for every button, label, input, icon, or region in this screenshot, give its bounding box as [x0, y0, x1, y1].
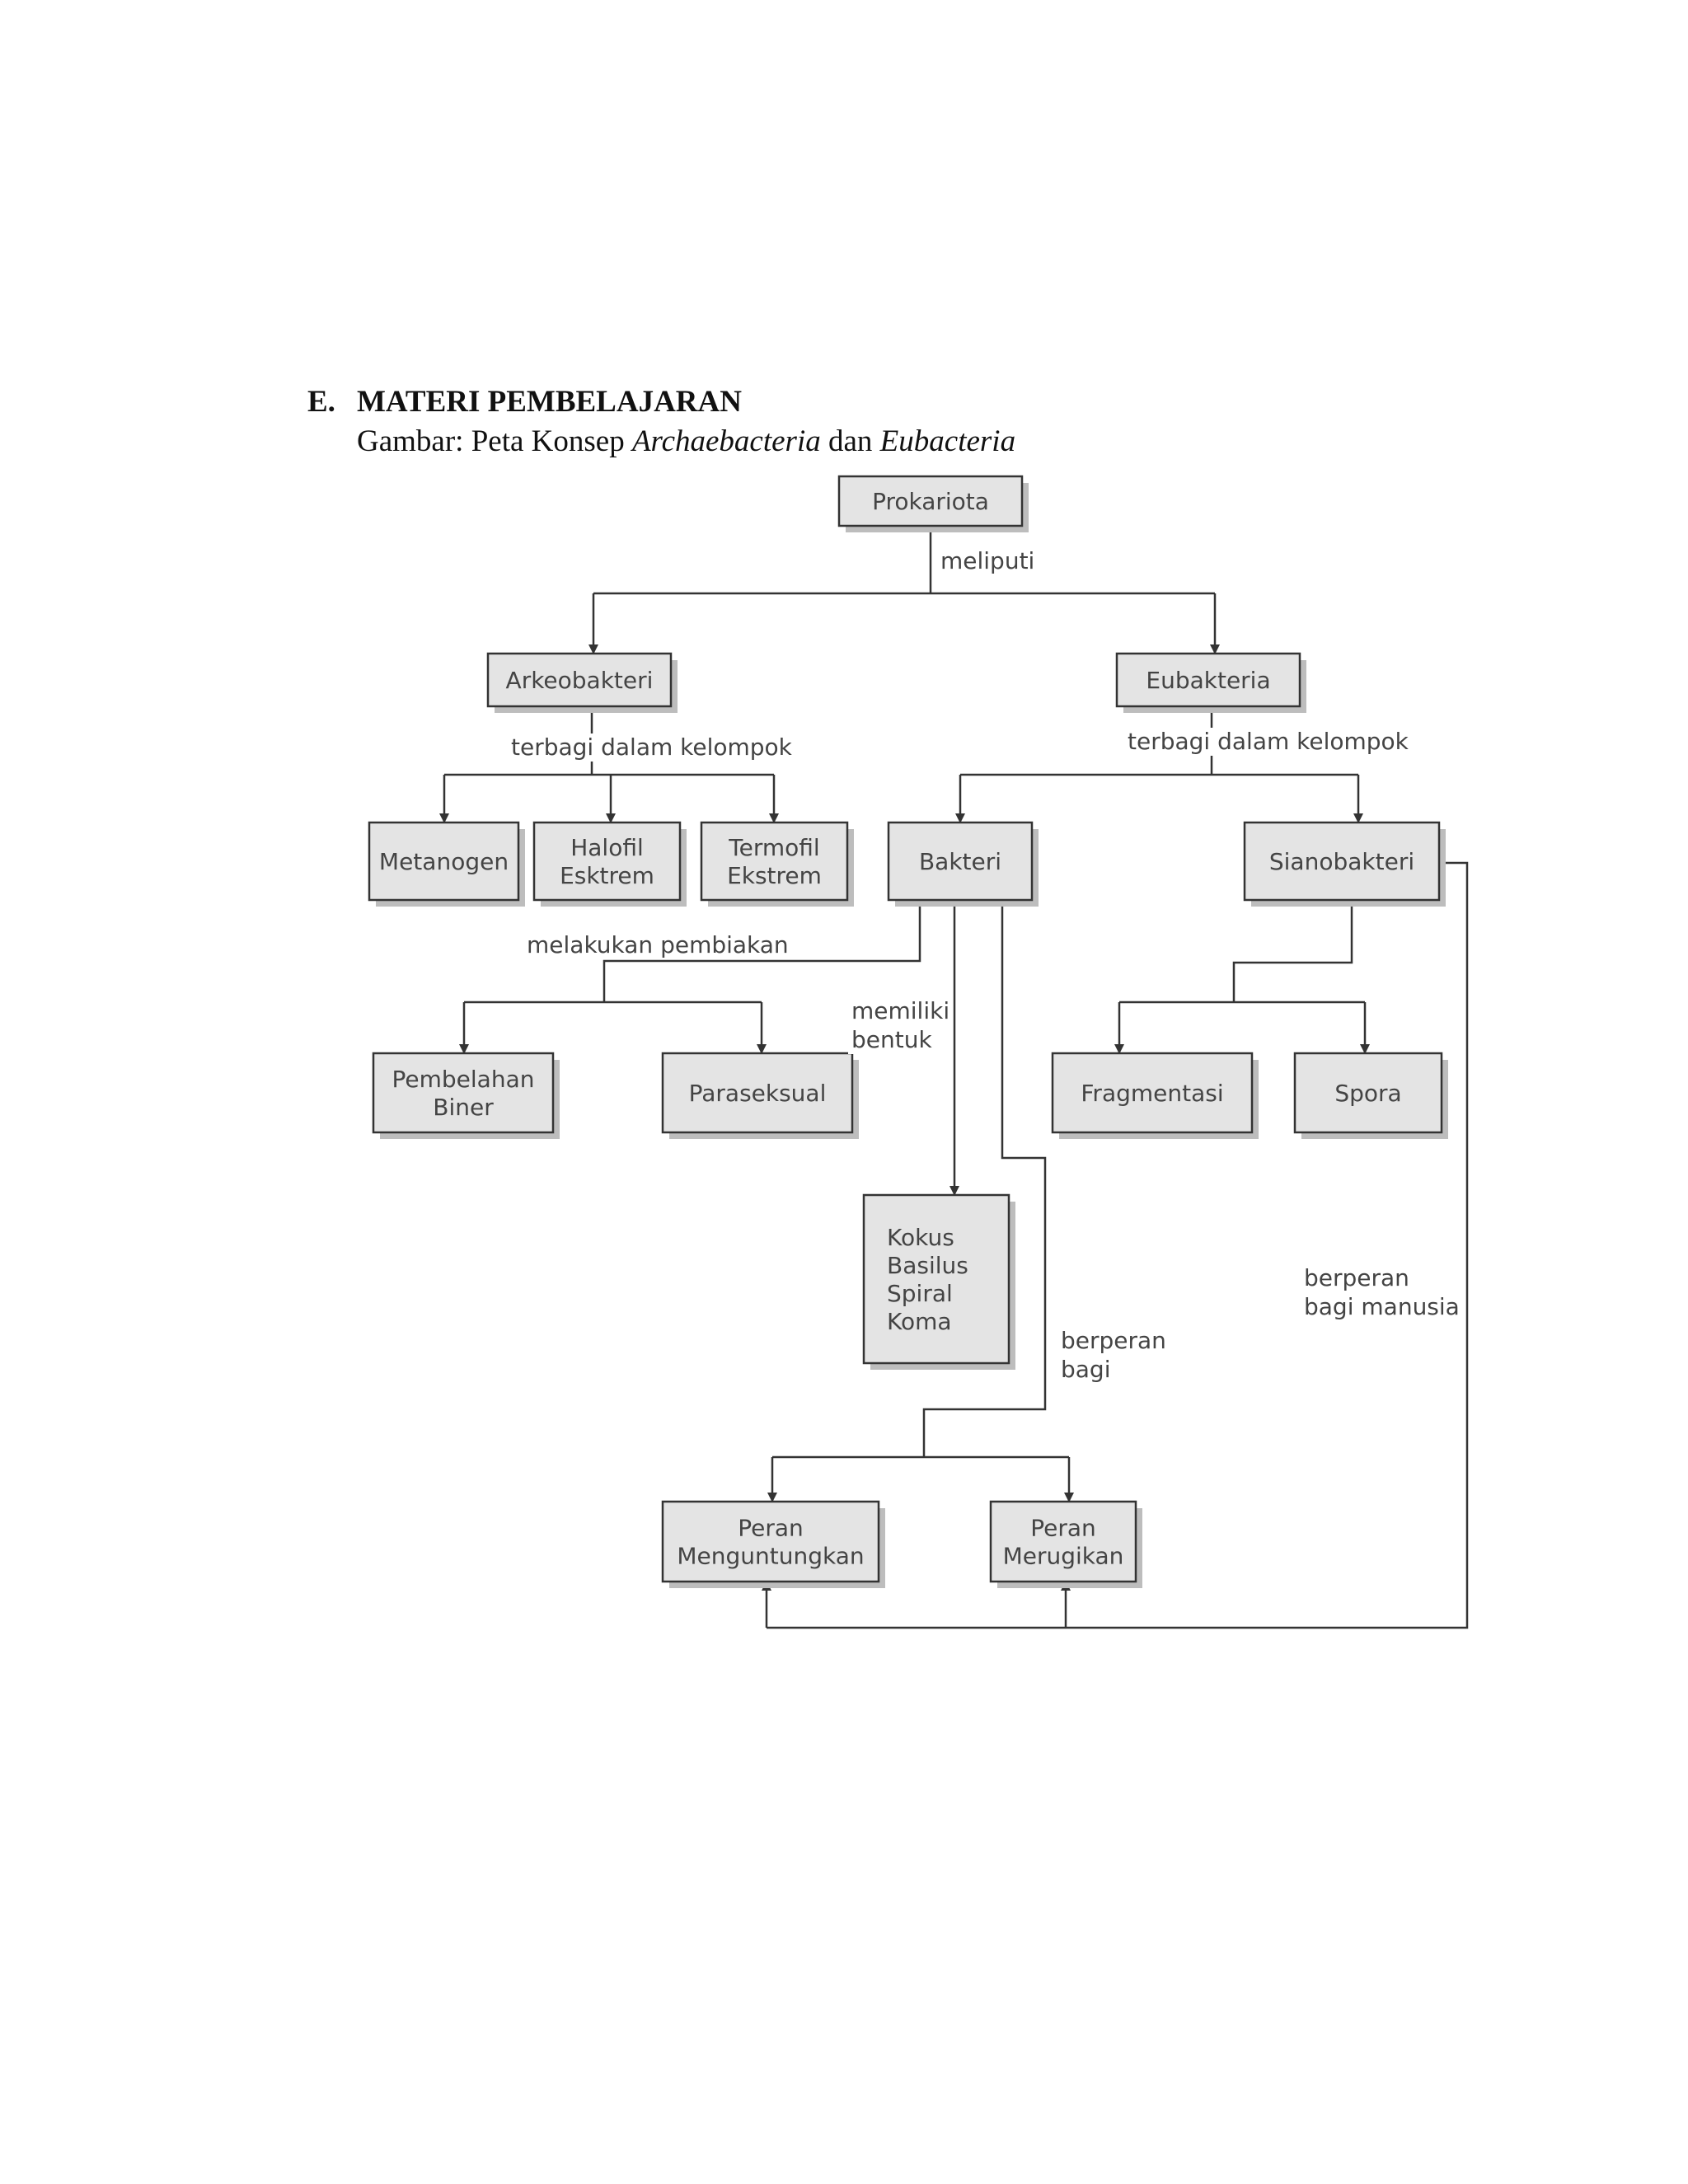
edge-label-backdrop: [508, 733, 796, 762]
edge-label-backdrop: [1124, 728, 1413, 756]
edge-label-berperan_manusia: bagi manusia: [1304, 1293, 1460, 1320]
node-label-menguntungkan: Peran: [738, 1515, 804, 1542]
edge-label-backdrop: [1301, 1264, 1413, 1292]
caption-middle: dan: [820, 424, 880, 458]
node-label-bentuk: Spiral: [887, 1280, 953, 1307]
node-label-fragmentasi: Fragmentasi: [1081, 1080, 1223, 1107]
node-box: [887, 821, 1034, 902]
caption-prefix: Gambar: Peta Konsep: [357, 424, 632, 458]
concept-map-edge-labels: meliputi terbagi dalam kelompok terbagi da…: [508, 547, 1463, 1384]
node-box: [700, 821, 849, 902]
edge-label-terbagi_eubak: terbagi dalam kelompok: [1128, 728, 1409, 755]
edge-label-backdrop: [1057, 1356, 1114, 1384]
node-fragmentasi: Fragmentasi: [1051, 1052, 1259, 1139]
node-box: [661, 1500, 880, 1583]
node-bakteri: Bakteri: [887, 821, 1039, 907]
node-box: [1051, 1052, 1254, 1134]
edge-label-backdrop: [848, 997, 954, 1025]
node-box: [837, 475, 1024, 527]
node-box: [862, 1193, 1010, 1365]
edge-label-backdrop: [848, 1026, 936, 1054]
node-label-paraseksual: Paraseksual: [689, 1080, 827, 1107]
node-spora: Spora: [1293, 1052, 1448, 1139]
node-label-bentuk: Basilus: [887, 1252, 968, 1279]
caption-eubacteria: Eubacteria: [879, 424, 1016, 458]
connector-line: [767, 861, 1469, 1629]
edge-label-backdrop: [937, 547, 1039, 575]
node-label-arkeobakteri: Arkeobakteri: [506, 667, 654, 694]
node-box: [1293, 1052, 1443, 1134]
node-label-eubakteria: Eubakteria: [1146, 667, 1270, 694]
node-box: [532, 821, 682, 902]
node-label-termofil: Termofil: [728, 834, 819, 861]
node-metanogen: Metanogen: [368, 821, 525, 907]
node-box: [486, 652, 673, 708]
figure-caption: Gambar: Peta Konsep Archaebacteria dan E…: [357, 424, 1015, 459]
node-box: [989, 1500, 1137, 1583]
edge-label-berperan_manusia: berperan: [1304, 1264, 1409, 1291]
node-label-halofil: Halofil: [570, 834, 644, 861]
connector-line: [603, 900, 921, 1002]
node-label-pembelahan: Pembelahan: [392, 1066, 535, 1093]
edge-label-backdrop: [1057, 1327, 1170, 1355]
node-label-termofil: Ekstrem: [727, 862, 822, 889]
node-box: [372, 1052, 555, 1134]
section-heading: E. MATERI PEMBELAJARAN: [307, 384, 742, 419]
node-label-merugikan: Merugikan: [1003, 1543, 1124, 1570]
edge-label-terbagi_arkeo: terbagi dalam kelompok: [511, 733, 793, 761]
node-label-merugikan: Peran: [1030, 1515, 1096, 1542]
connector-line: [922, 900, 1047, 1457]
edge-label-berperan_bagi: bagi: [1061, 1356, 1110, 1383]
concept-map-connectors: [439, 526, 1469, 1629]
node-label-halofil: Esktrem: [560, 862, 654, 889]
node-label-prokariota: Prokariota: [872, 488, 989, 515]
node-label-pembelahan: Biner: [433, 1094, 494, 1121]
node-label-spora: Spora: [1334, 1080, 1401, 1107]
node-sianobakteri: Sianobakteri: [1243, 821, 1446, 907]
node-box: [1115, 652, 1301, 708]
edge-label-bentuk: bentuk: [851, 1026, 932, 1053]
edge-label-backdrop: [523, 931, 792, 959]
connector-line: [1232, 900, 1353, 1002]
caption-archaebacteria: Archaebacteria: [631, 424, 821, 458]
edge-label-berperan_bagi: berperan: [1061, 1327, 1166, 1354]
edge-label-bentuk: memiliki: [851, 997, 950, 1024]
edge-label-pembiakan: melakukan pembiakan: [527, 931, 789, 958]
node-label-bakteri: Bakteri: [919, 848, 1001, 875]
node-paraseksual: Paraseksual: [661, 1052, 859, 1139]
section-letter: E.: [307, 385, 335, 419]
node-box: [661, 1052, 854, 1134]
node-label-menguntungkan: Menguntungkan: [677, 1543, 864, 1570]
edge-label-meliputi: meliputi: [940, 547, 1034, 574]
node-eubakteria: Eubakteria: [1115, 652, 1306, 713]
node-label-bentuk: Kokus: [887, 1224, 954, 1251]
node-label-metanogen: Metanogen: [379, 848, 509, 875]
node-prokariota: Prokariota: [837, 475, 1029, 532]
node-box: [1243, 821, 1441, 902]
node-box: [368, 821, 520, 902]
edge-label-backdrop: [1301, 1293, 1463, 1321]
section-title: MATERI PEMBELAJARAN: [357, 385, 742, 419]
node-arkeobakteri: Arkeobakteri: [486, 652, 678, 713]
node-label-bentuk: Koma: [887, 1308, 952, 1335]
node-label-sianobakteri: Sianobakteri: [1269, 848, 1414, 875]
